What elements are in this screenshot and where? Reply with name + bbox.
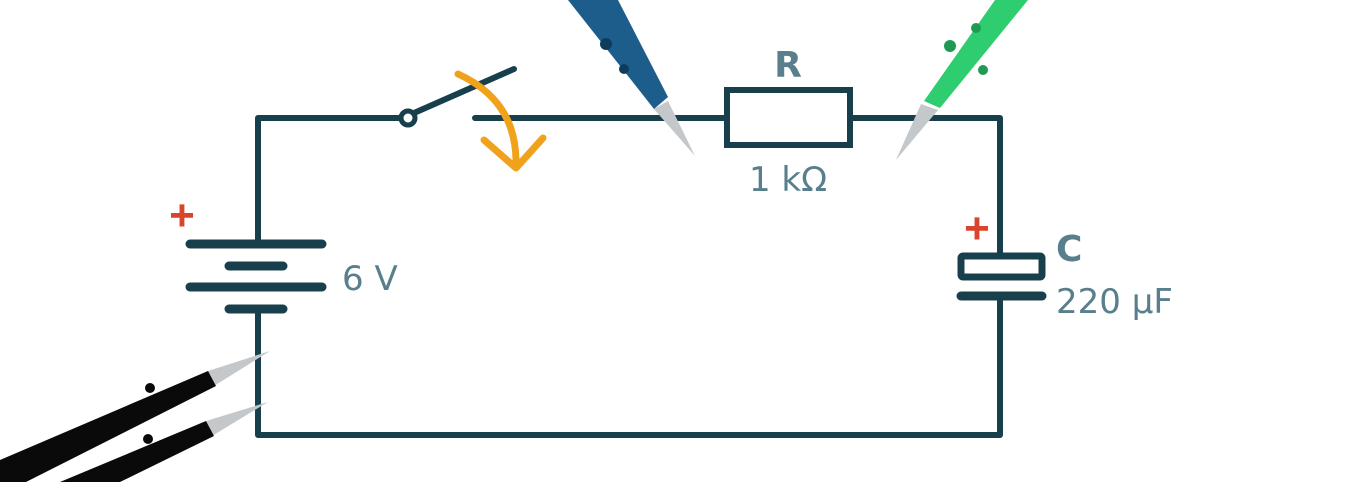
resistor-symbol: [724, 87, 853, 148]
probe-black-lower-icon: [60, 402, 268, 482]
probe-green-tip: [896, 104, 938, 160]
probe-blue-body: [568, 0, 668, 109]
probe-green-icon: [896, 0, 1028, 160]
wire-right-upper: [847, 115, 1003, 257]
switch-action-arrow-icon: [454, 70, 547, 172]
capacitor-plus-sign: +: [964, 204, 990, 253]
probe-blue-icon: [568, 0, 695, 156]
circuit-wires: [255, 115, 1003, 438]
probe-black-lower-body: [60, 421, 214, 482]
capacitor-plate-positive: [957, 252, 1046, 281]
switch: [398, 66, 517, 128]
probe-green-body: [924, 0, 1028, 108]
probe-black-upper-tip: [208, 351, 270, 386]
wire-right-lower: [255, 293, 1003, 438]
battery-plus-sign: +: [169, 191, 195, 240]
switch-lever: [411, 66, 517, 116]
capacitor-value-label: 220 μF: [1056, 282, 1173, 322]
wire-left-upper: [255, 115, 404, 247]
resistor-name-label: R: [774, 45, 802, 86]
capacitor-name-label: C: [1056, 229, 1082, 270]
probe-black-upper-body: [0, 371, 216, 482]
probe-black-upper-icon: [0, 351, 270, 482]
battery-voltage-label: 6 V: [342, 259, 398, 299]
capacitor-symbol: [956, 252, 1047, 301]
resistor-value-label: 1 kΩ: [749, 160, 827, 200]
probe-black-lower-tip: [206, 402, 268, 436]
battery-symbol: [185, 239, 327, 314]
probe-blue-tip: [654, 101, 695, 156]
